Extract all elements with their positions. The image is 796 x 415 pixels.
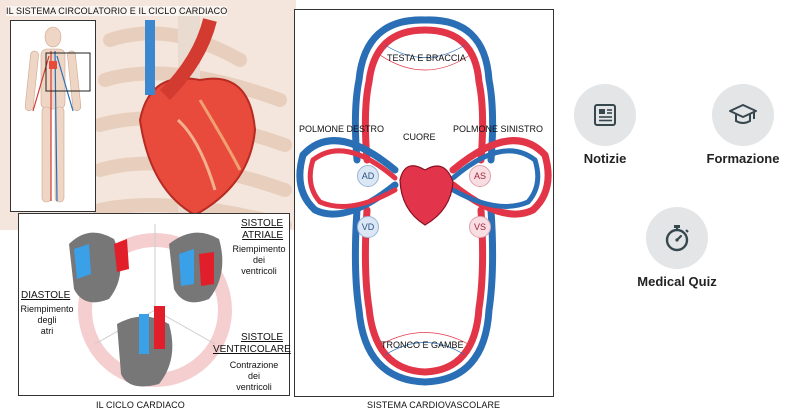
heart-ventricular-systole xyxy=(117,306,173,387)
badge-ad: AD xyxy=(357,165,379,187)
cycle-ring xyxy=(69,224,232,387)
label-polmone-sinistro: POLMONE SINISTRO xyxy=(453,124,544,134)
atrial-systole-title-line: SISTOLE xyxy=(241,218,284,229)
atrial-systole-desc-line: Riempimento xyxy=(232,244,286,254)
badge-vd: VD xyxy=(357,216,379,238)
heart-atrial-systole xyxy=(169,232,223,303)
illustration-title: IL SISTEMA CIRCOLATORIO E IL CICLO CARDI… xyxy=(6,6,228,16)
diastole-title: DIASTOLE xyxy=(21,290,71,301)
quiz-button[interactable] xyxy=(646,207,708,269)
diastole-desc-line: atri xyxy=(40,326,54,336)
formazione-label[interactable]: Formazione xyxy=(706,151,780,166)
label-polmone-destro: POLMONE DESTRO xyxy=(299,124,385,134)
notizie-button[interactable] xyxy=(574,84,636,146)
body-figure-inset xyxy=(10,20,96,212)
graduation-cap-icon xyxy=(729,104,757,124)
label-tronco: TRONCO E GAMBE xyxy=(381,340,464,350)
ventricular-systole-title-line: SISTOLE xyxy=(240,332,283,343)
atrial-systole-desc: Riempimento dei ventricoli xyxy=(229,244,289,277)
diastole-desc-line: Riempimento xyxy=(20,304,74,314)
formazione-button[interactable] xyxy=(712,84,774,146)
diastole-desc: Riempimento degli atri xyxy=(19,304,75,337)
badge-vs: VS xyxy=(469,216,491,238)
atrial-systole-title: SISTOLE ATRIALE xyxy=(241,218,283,242)
cardiac-cycle-panel: DIASTOLE Riempimento degli atri SISTOLE … xyxy=(18,213,291,396)
ventricular-systole-title: SISTOLE VENTRICOLARE xyxy=(213,332,291,356)
label-testa: TESTA E BRACCIA xyxy=(387,53,466,63)
ventricular-systole-title-line: VENTRICOLARE xyxy=(213,344,291,355)
cardio-caption: SISTEMA CARDIOVASCOLARE xyxy=(367,400,501,410)
heart-core xyxy=(399,165,454,226)
atrial-systole-desc-line: ventricoli xyxy=(241,266,277,276)
cardiovascular-diagram: TESTA E BRACCIA POLMONE DESTRO POLMONE S… xyxy=(294,9,554,397)
atrial-systole-title-line: ATRIALE xyxy=(242,230,284,241)
diastole-desc-line: degli xyxy=(37,315,57,325)
ventricular-systole-desc-line: dei xyxy=(247,371,260,381)
label-cuore: CUORE xyxy=(403,132,436,142)
heart-diastole xyxy=(69,232,129,303)
ventricular-systole-desc-line: ventricoli xyxy=(236,382,272,392)
circulation-loops xyxy=(296,16,552,386)
ventricular-systole-desc: Contrazione dei ventricoli xyxy=(222,360,286,393)
human-body-figure xyxy=(24,26,91,203)
newspaper-icon xyxy=(594,104,616,126)
cycle-caption: IL CICLO CARDIACO xyxy=(96,400,185,410)
notizie-label[interactable]: Notizie xyxy=(583,151,627,166)
quiz-label[interactable]: Medical Quiz xyxy=(637,274,717,289)
atrial-systole-desc-line: dei xyxy=(252,255,265,265)
stopwatch-icon xyxy=(665,225,689,252)
circulatory-illustration: IL SISTEMA CIRCOLATORIO E IL CICLO CARDI… xyxy=(0,0,296,415)
ventricular-systole-desc-line: Contrazione xyxy=(229,360,279,370)
badge-as: AS xyxy=(469,165,491,187)
